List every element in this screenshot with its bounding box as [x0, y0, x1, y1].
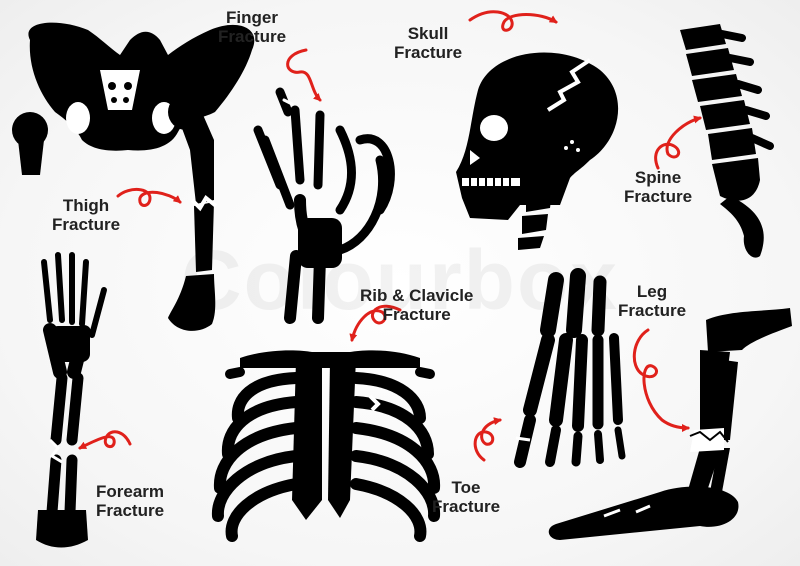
- label-finger-fracture: Finger Fracture: [218, 8, 286, 46]
- label-line: Toe: [451, 478, 481, 497]
- spine-arrow-icon: [654, 115, 702, 170]
- leg-icon: [548, 308, 792, 540]
- spine-icon: [680, 24, 774, 258]
- label-line: Thigh: [62, 196, 110, 215]
- arm-joints-icon: [36, 326, 90, 548]
- label-line: Fracture: [394, 43, 463, 62]
- label-line: Rib & Clavicle: [360, 286, 474, 305]
- thigh-arrow-icon: [116, 188, 182, 207]
- label-line: Finger: [226, 8, 278, 27]
- label-skull-fracture: Skull Fracture: [394, 24, 462, 62]
- leg-arrow-icon: [632, 328, 690, 432]
- forearm-arrow-icon: [78, 430, 132, 450]
- finger-arrow-icon: [286, 48, 322, 102]
- pelvis-femur-icon: [12, 22, 255, 331]
- label-rib-clavicle-fracture: Rib & Clavicle Fracture: [360, 286, 473, 324]
- skull-arrow-icon: [468, 10, 558, 32]
- rib-cage-icon: [211, 350, 441, 542]
- label-thigh-fracture: Thigh Fracture: [52, 196, 120, 234]
- label-line: Skull: [407, 24, 449, 43]
- label-line: Fracture: [96, 501, 165, 520]
- skull-icon: [456, 52, 619, 250]
- hand-icon: [253, 87, 395, 324]
- label-line: Fracture: [382, 305, 451, 324]
- arm-icon: [41, 252, 107, 518]
- label-line: Leg: [636, 282, 668, 301]
- label-line: Fracture: [218, 27, 287, 46]
- toe-arrow-icon: [473, 417, 502, 462]
- label-forearm-fracture: Forearm Fracture: [96, 482, 164, 520]
- label-leg-fracture: Leg Fracture: [618, 282, 686, 320]
- hand-palm-icon: [298, 218, 342, 268]
- label-line: Forearm: [96, 482, 165, 501]
- rib-arrow-icon: [349, 304, 402, 342]
- label-line: Fracture: [432, 497, 501, 516]
- foot-icon: [514, 268, 626, 468]
- red-arrows: [78, 10, 702, 462]
- label-line: Spine: [634, 168, 682, 187]
- label-line: Fracture: [624, 187, 693, 206]
- label-line: Fracture: [618, 301, 687, 320]
- foot-crack-icon: [515, 436, 531, 442]
- label-spine-fracture: Spine Fracture: [624, 168, 692, 206]
- label-line: Fracture: [52, 215, 121, 234]
- label-toe-fracture: Toe Fracture: [432, 478, 500, 516]
